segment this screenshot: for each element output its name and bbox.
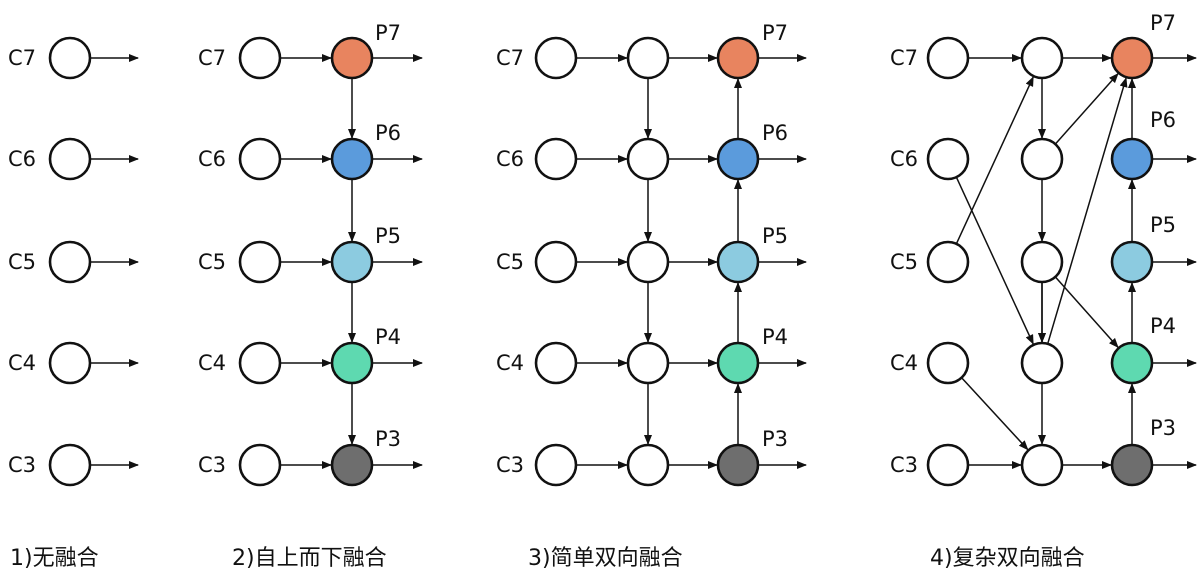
input-label-c5: C5 [8,250,36,274]
intermediate-node-7 [1020,36,1064,80]
output-label-p6: P6 [762,121,788,145]
intermediate-node-5 [1020,240,1064,284]
input-label-c3: C3 [198,453,226,477]
input-node-c3 [48,443,92,487]
input-node-c6 [534,137,578,181]
intermediate-node-5 [626,240,670,284]
output-node-p3 [1110,443,1154,487]
input-node-c3 [238,443,282,487]
output-node-p5 [1110,240,1154,284]
input-label-c5: C5 [496,250,524,274]
input-label-c7: C7 [198,46,226,70]
intermediate-node-3 [626,443,670,487]
output-label-p4: P4 [762,325,788,349]
cross-arrow [1054,276,1119,349]
cross-arrow [1054,72,1119,145]
output-node-p6 [330,137,374,181]
input-node-c6 [926,137,970,181]
cross-arrow [1046,77,1128,345]
panel-caption: 1)无融合 [10,546,99,571]
input-node-c4 [48,341,92,385]
panel-top-down-fusion: C7 C6 C5 C4 C3 P7 P6 P5 P4 P3 2)自上而下融合 [198,21,401,571]
output-node-p4 [1110,341,1154,385]
cross-arrow [955,176,1034,345]
input-label-c3: C3 [890,453,918,477]
input-node-c7 [926,36,970,80]
output-node-p6 [1110,137,1154,181]
output-node-p7 [330,36,374,80]
input-label-c6: C6 [8,147,36,171]
cross-arrow [955,76,1034,245]
panel-complex-bidirectional-fusion: C7 C6 C5 C4 C3 P7 P6 P5 P4 P3 4)复杂双向融合 [890,11,1176,571]
input-node-c3 [926,443,970,487]
output-node-p4 [330,341,374,385]
input-label-c6: C6 [890,147,918,171]
output-node-p5 [716,240,760,284]
input-label-c5: C5 [890,250,918,274]
input-label-c6: C6 [198,147,226,171]
input-node-c7 [48,36,92,80]
output-node-p4 [716,341,760,385]
intermediate-node-7 [626,36,670,80]
panel-caption: 4)复杂双向融合 [930,546,1085,571]
intermediate-node-3 [1020,443,1064,487]
input-node-c3 [534,443,578,487]
output-label-p3: P3 [762,427,788,451]
output-node-p6 [716,137,760,181]
input-node-c7 [534,36,578,80]
output-label-p6: P6 [1150,108,1176,132]
input-label-c7: C7 [8,46,36,70]
input-node-c4 [926,341,970,385]
input-label-c4: C4 [496,351,524,375]
input-label-c3: C3 [8,453,36,477]
output-label-p3: P3 [1150,416,1176,440]
intermediate-node-4 [626,341,670,385]
output-node-p3 [716,443,760,487]
input-node-c5 [48,240,92,284]
input-node-c5 [238,240,282,284]
output-node-p7 [716,36,760,80]
intermediate-node-4 [1020,341,1064,385]
output-label-p3: P3 [375,427,401,451]
input-node-c4 [534,341,578,385]
output-node-p3 [330,443,374,487]
output-label-p7: P7 [375,21,401,45]
input-label-c5: C5 [198,250,226,274]
intermediate-node-6 [1020,137,1064,181]
edge-layer [90,54,1197,469]
input-label-c3: C3 [496,453,524,477]
input-label-c6: C6 [496,147,524,171]
output-label-p5: P5 [1150,213,1176,237]
input-node-c7 [238,36,282,80]
output-label-p6: P6 [375,121,401,145]
input-label-c4: C4 [890,351,918,375]
panel-caption: 3)简单双向融合 [528,546,683,571]
cross-arrow [961,377,1029,451]
panel-caption: 2)自上而下融合 [232,546,387,571]
input-label-c7: C7 [496,46,524,70]
input-label-c7: C7 [890,46,918,70]
panel-no-fusion: C7 C6 C5 C4 C3 1)无融合 [8,36,99,571]
output-label-p4: P4 [1150,314,1176,338]
output-label-p4: P4 [375,325,401,349]
output-label-p7: P7 [1150,11,1176,35]
panel-simple-bidirectional-fusion: C7 C6 C5 C4 C3 P7 P6 P5 P4 P3 3)简单双向融合 [496,21,788,571]
input-label-c4: C4 [8,351,36,375]
output-label-p7: P7 [762,21,788,45]
input-node-c5 [534,240,578,284]
input-node-c4 [238,341,282,385]
intermediate-node-6 [626,137,670,181]
input-node-c6 [48,137,92,181]
input-label-c4: C4 [198,351,226,375]
input-node-c6 [238,137,282,181]
output-node-p7 [1110,36,1154,80]
output-label-p5: P5 [375,224,401,248]
input-node-c5 [926,240,970,284]
output-label-p5: P5 [762,224,788,248]
output-node-p5 [330,240,374,284]
